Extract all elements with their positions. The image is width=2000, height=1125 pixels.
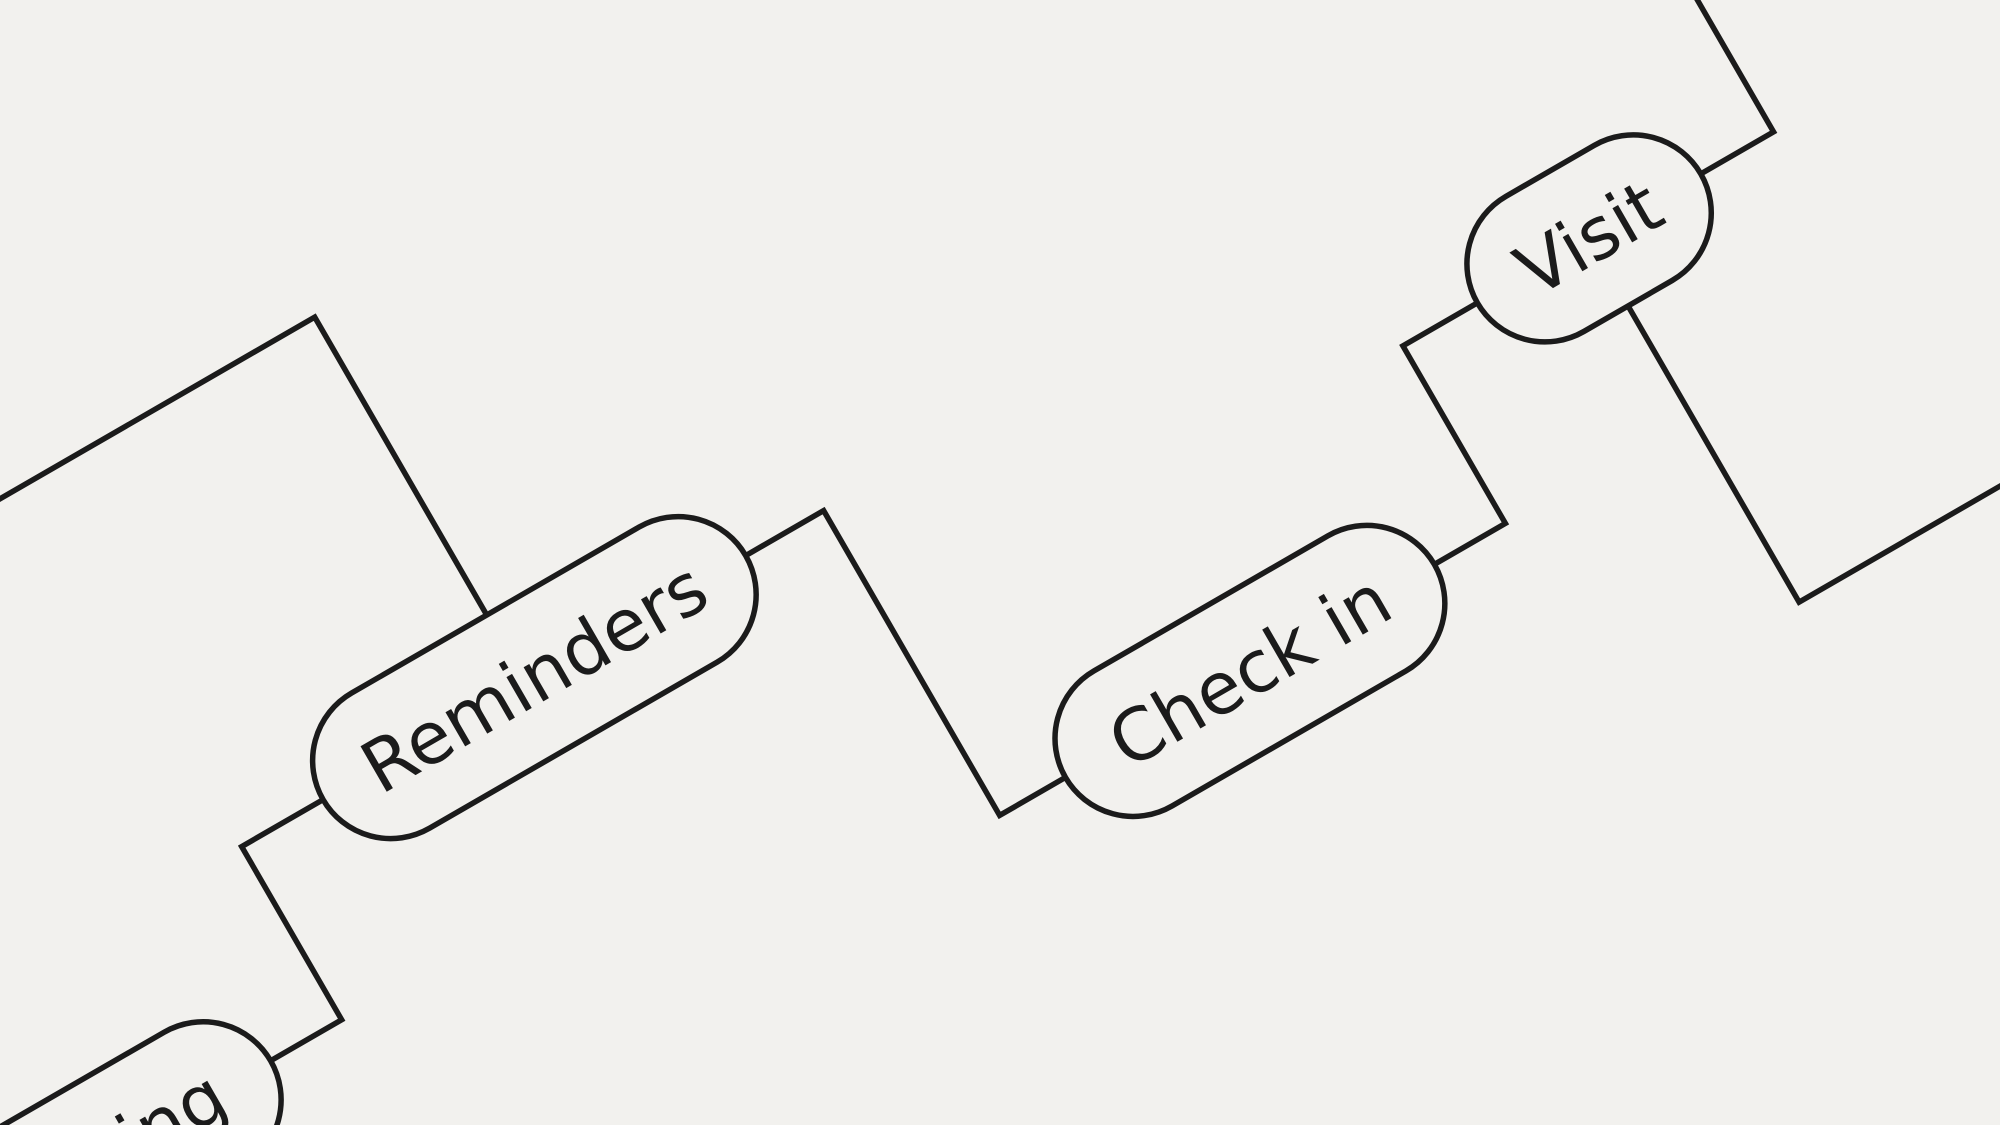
node-pill-reminders xyxy=(309,513,759,842)
node-pill-checkin xyxy=(1052,522,1448,820)
connector-visit-to-offscreen-top xyxy=(1610,0,1778,177)
connector-offscreen-upper-left-to-reminders xyxy=(0,313,490,617)
node-pill-visit xyxy=(1464,132,1715,345)
connector-reminders-to-checkin xyxy=(744,506,1067,820)
node-pill-partial xyxy=(0,1019,284,1125)
connector-checkin-to-visit xyxy=(1399,300,1510,567)
connector-partial-to-reminders xyxy=(237,797,346,1064)
connector-visit-to-offscreen-right xyxy=(1625,304,2000,606)
